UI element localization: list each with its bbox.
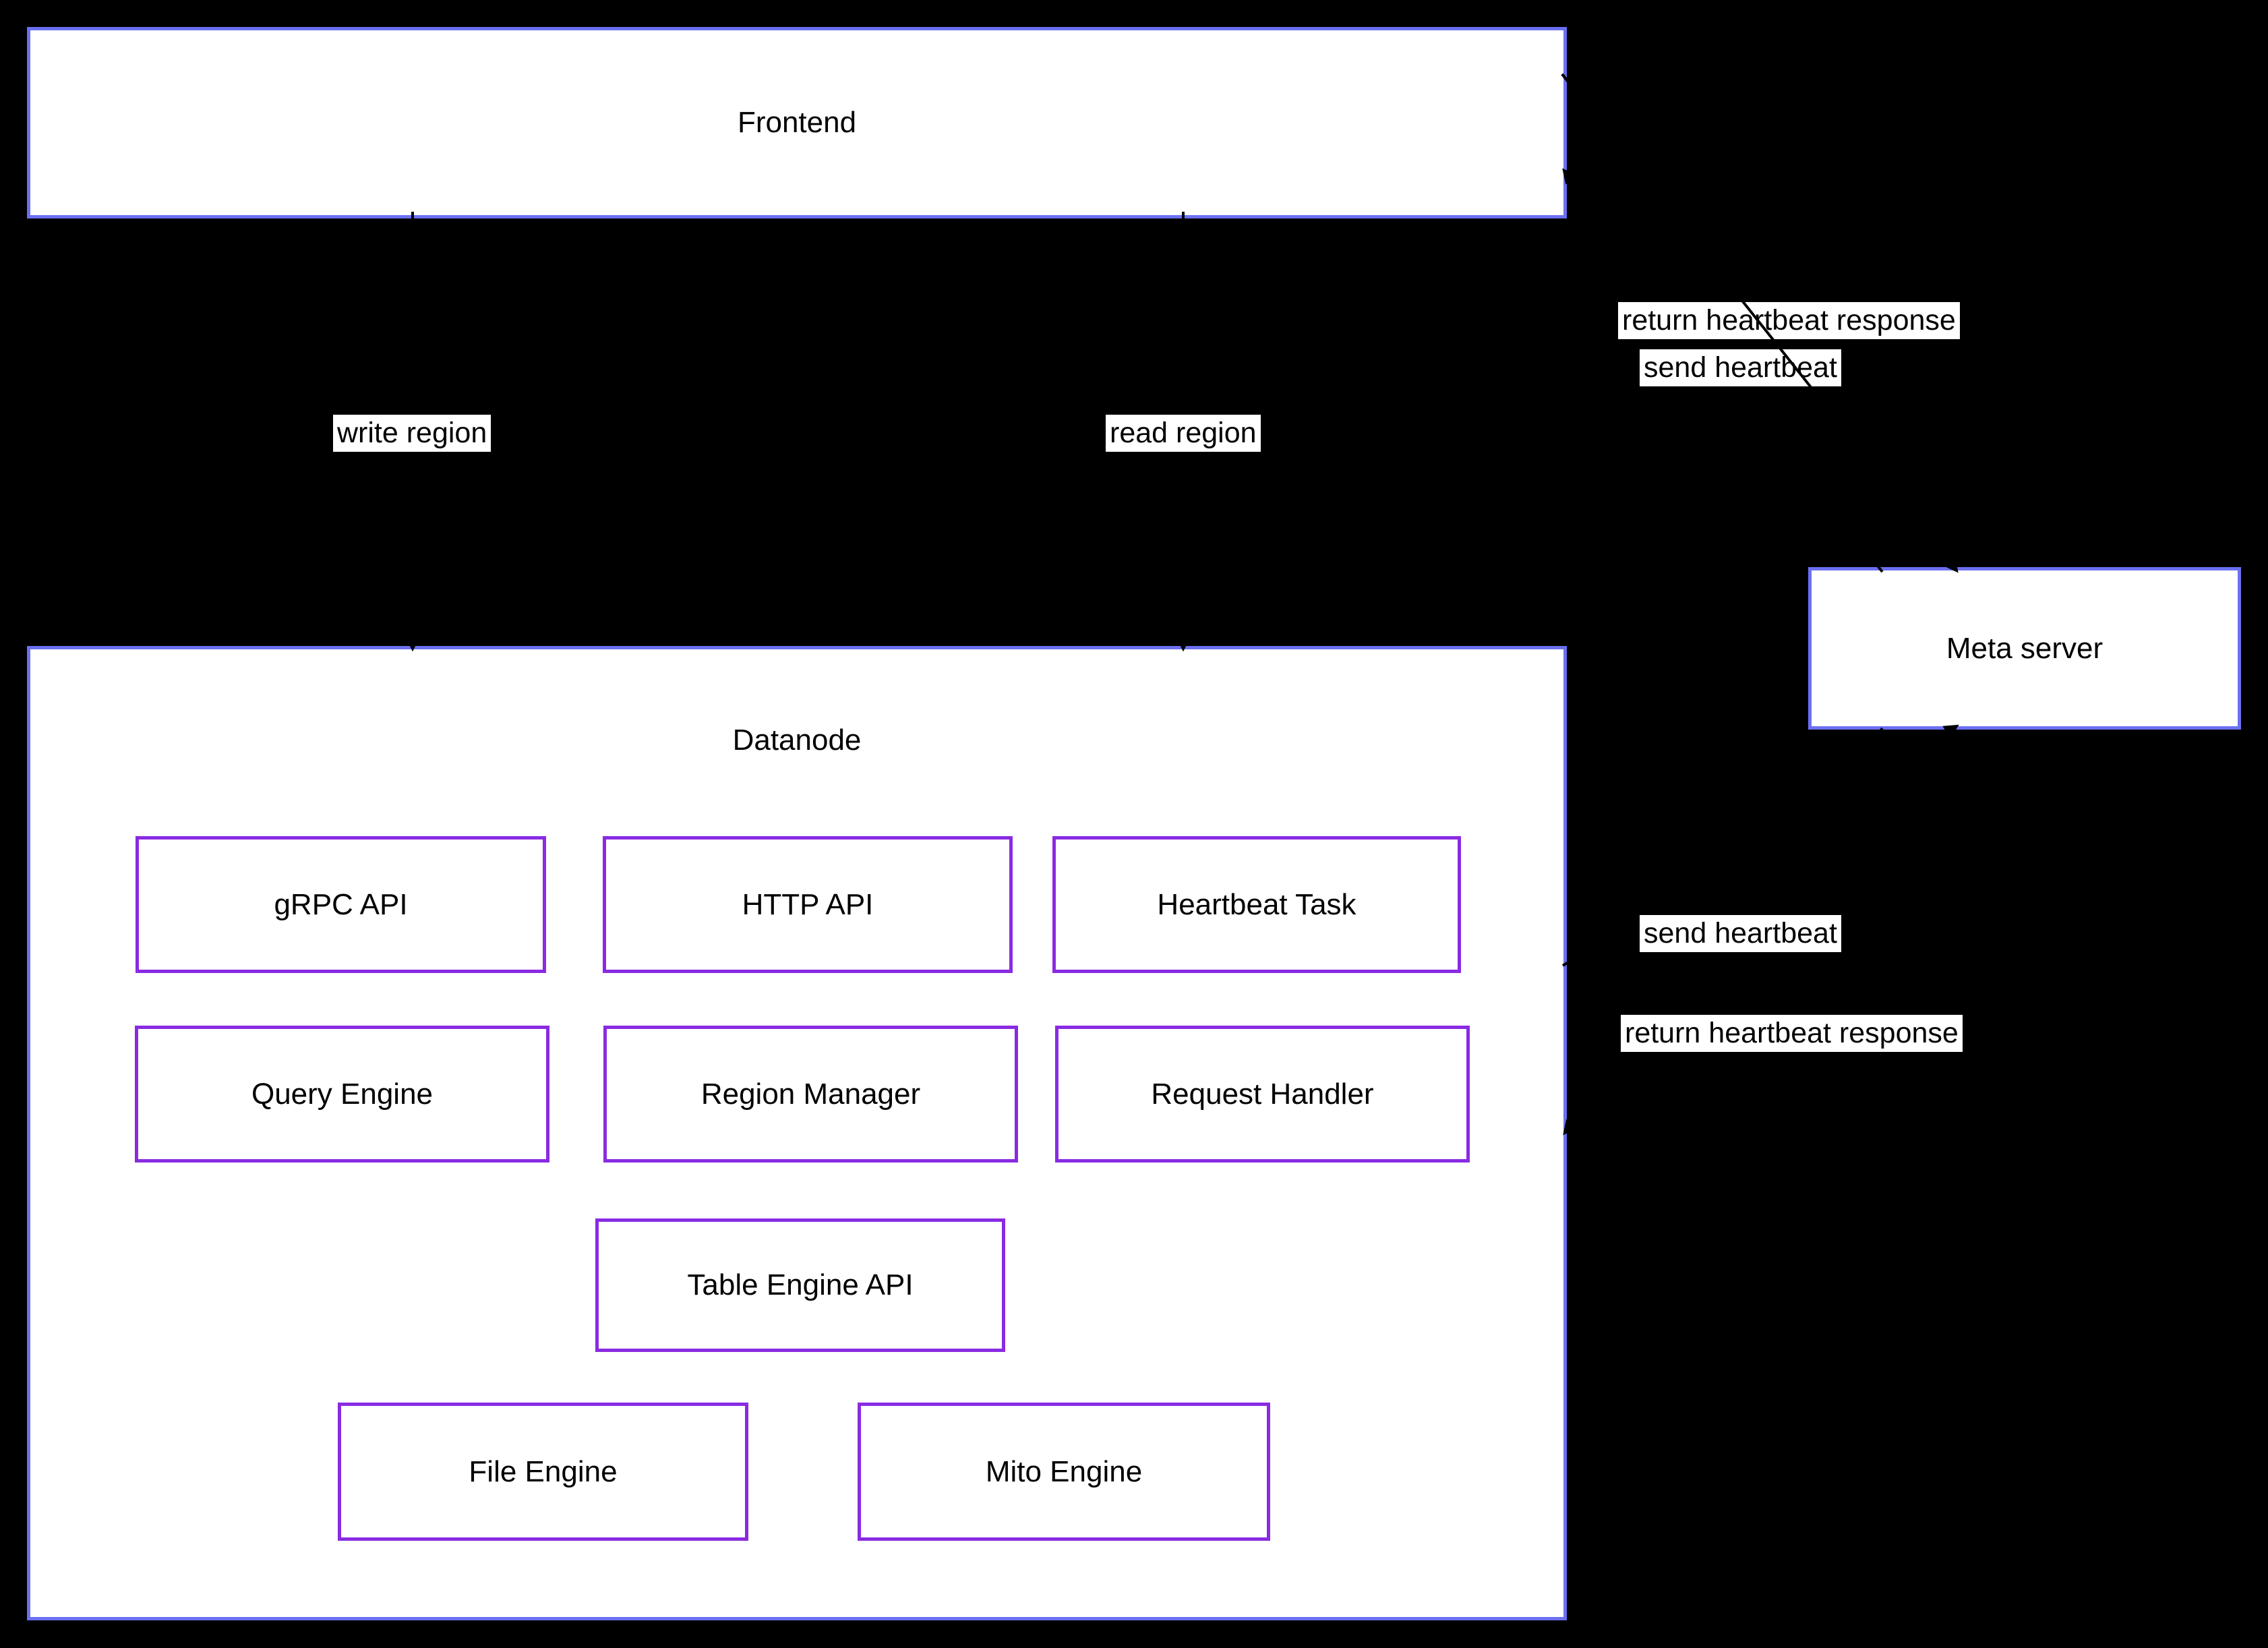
http-api-label: HTTP API: [742, 887, 874, 921]
datanode-node-label: Datanode: [732, 724, 862, 757]
grpc-api-box: gRPC API: [136, 836, 546, 973]
http-api-box: HTTP API: [603, 836, 1013, 973]
read-region-label: read region: [1106, 415, 1261, 452]
frontend-node-label: Frontend: [737, 106, 857, 139]
table-engine-api-box: Table Engine API: [595, 1218, 1005, 1352]
region-manager-label: Region Manager: [700, 1077, 921, 1111]
frontend-node: Frontend: [27, 27, 1567, 218]
mito-engine-box: Mito Engine: [858, 1403, 1270, 1541]
datanode-node: Datanode gRPC API HTTP API Heartbeat Tas…: [27, 646, 1567, 1620]
mito-engine-label: Mito Engine: [985, 1454, 1143, 1488]
frontend-return-heartbeat-label: return heartbeat response: [1618, 302, 1960, 339]
file-engine-box: File Engine: [338, 1403, 748, 1541]
query-engine-label: Query Engine: [251, 1077, 434, 1111]
meta-server-node: Meta server: [1808, 567, 2241, 730]
heartbeat-task-box: Heartbeat Task: [1052, 836, 1461, 973]
datanode-return-heartbeat-label: return heartbeat response: [1621, 1015, 1963, 1052]
region-manager-box: Region Manager: [603, 1026, 1018, 1163]
datanode-send-heartbeat-label: send heartbeat: [1640, 915, 1841, 952]
grpc-api-label: gRPC API: [274, 887, 408, 921]
file-engine-label: File Engine: [469, 1454, 618, 1488]
request-handler-label: Request Handler: [1151, 1077, 1374, 1111]
meta-server-node-label: Meta server: [1946, 631, 2103, 665]
frontend-send-heartbeat-label: send heartbeat: [1640, 349, 1841, 386]
request-handler-box: Request Handler: [1055, 1026, 1470, 1163]
write-region-label: write region: [333, 415, 491, 452]
table-engine-api-label: Table Engine API: [687, 1268, 914, 1301]
query-engine-box: Query Engine: [135, 1026, 549, 1163]
heartbeat-task-label: Heartbeat Task: [1157, 887, 1356, 921]
